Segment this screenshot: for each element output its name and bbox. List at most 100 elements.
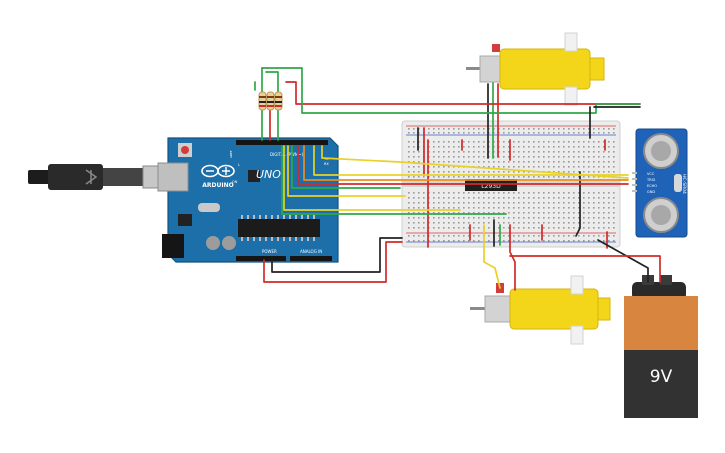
breadboard-hole xyxy=(408,132,410,134)
breadboard-hole xyxy=(553,240,555,242)
breadboard-hole xyxy=(498,240,500,242)
breadboard-hole xyxy=(413,192,415,194)
breadboard-hole xyxy=(408,207,410,209)
breadboard-hole xyxy=(518,176,520,178)
breadboard-hole xyxy=(578,128,580,130)
breadboard-hole xyxy=(528,156,530,158)
breadboard-hole xyxy=(498,222,500,224)
breadboard-hole xyxy=(498,197,500,199)
breadboard-hole xyxy=(573,192,575,194)
breadboard-hole xyxy=(413,235,415,237)
breadboard-hole xyxy=(458,146,460,148)
breadboard-hole xyxy=(503,166,505,168)
breadboard-hole xyxy=(508,235,510,237)
breadboard-hole xyxy=(553,217,555,219)
breadboard-hole xyxy=(558,240,560,242)
breadboard-hole xyxy=(598,141,600,143)
breadboard-hole xyxy=(523,217,525,219)
sensor-pin-vcc: VCC xyxy=(647,172,655,176)
breadboard-hole xyxy=(448,197,450,199)
breadboard-hole xyxy=(433,176,435,178)
breadboard-hole xyxy=(553,235,555,237)
breadboard-hole xyxy=(543,141,545,143)
breadboard-hole xyxy=(453,197,455,199)
breadboard-hole xyxy=(608,156,610,158)
breadboard-hole xyxy=(443,132,445,134)
breadboard-hole xyxy=(578,202,580,204)
breadboard-hole xyxy=(603,161,605,163)
breadboard-hole xyxy=(458,227,460,229)
breadboard-hole xyxy=(448,202,450,204)
breadboard-hole xyxy=(583,156,585,158)
breadboard-hole xyxy=(513,146,515,148)
breadboard-hole xyxy=(518,227,520,229)
breadboard-hole xyxy=(458,197,460,199)
breadboard-hole xyxy=(543,207,545,209)
breadboard-hole xyxy=(553,202,555,204)
breadboard-hole xyxy=(488,222,490,224)
breadboard-hole xyxy=(603,202,605,204)
breadboard-hole xyxy=(538,207,540,209)
breadboard-hole xyxy=(413,151,415,153)
breadboard-hole xyxy=(513,235,515,237)
resistor-icon xyxy=(266,91,275,111)
breadboard-hole xyxy=(408,202,410,204)
breadboard-hole xyxy=(498,166,500,168)
breadboard-hole xyxy=(538,202,540,204)
breadboard-hole xyxy=(508,128,510,130)
breadboard-hole xyxy=(408,217,410,219)
breadboard-hole xyxy=(578,166,580,168)
wires xyxy=(254,67,661,291)
breadboard-hole xyxy=(578,197,580,199)
breadboard-hole xyxy=(498,192,500,194)
breadboard-hole xyxy=(553,171,555,173)
breadboard-hole xyxy=(588,240,590,242)
breadboard-hole xyxy=(463,141,465,143)
breadboard-hole xyxy=(438,141,440,143)
breadboard-hole xyxy=(453,156,455,158)
breadboard-hole xyxy=(463,192,465,194)
breadboard-hole xyxy=(478,217,480,219)
breadboard-hole xyxy=(528,207,530,209)
breadboard-hole xyxy=(438,235,440,237)
breadboard-hole xyxy=(468,171,470,173)
breadboard-hole xyxy=(578,171,580,173)
breadboard-hole xyxy=(563,166,565,168)
breadboard-hole xyxy=(583,207,585,209)
breadboard-hole xyxy=(613,151,615,153)
breadboard-hole xyxy=(433,141,435,143)
breadboard-hole xyxy=(523,132,525,134)
arduino-brand-label: ARDUINO xyxy=(202,182,233,189)
breadboard-hole xyxy=(518,151,520,153)
breadboard-hole xyxy=(503,227,505,229)
breadboard-hole xyxy=(483,202,485,204)
breadboard-hole xyxy=(533,161,535,163)
breadboard-hole xyxy=(473,222,475,224)
breadboard-hole xyxy=(438,222,440,224)
breadboard-hole xyxy=(468,235,470,237)
breadboard-hole xyxy=(573,156,575,158)
breadboard-hole xyxy=(588,156,590,158)
breadboard-hole xyxy=(508,146,510,148)
breadboard-hole xyxy=(568,217,570,219)
breadboard-hole xyxy=(503,128,505,130)
breadboard-hole xyxy=(548,202,550,204)
breadboard-hole xyxy=(528,240,530,242)
breadboard-hole xyxy=(423,197,425,199)
breadboard-hole xyxy=(568,146,570,148)
breadboard-hole xyxy=(608,192,610,194)
breadboard-hole xyxy=(533,176,535,178)
breadboard-hole xyxy=(468,202,470,204)
breadboard-hole xyxy=(548,217,550,219)
breadboard-hole xyxy=(608,151,610,153)
breadboard-hole xyxy=(598,235,600,237)
breadboard-hole xyxy=(518,128,520,130)
breadboard-hole xyxy=(543,235,545,237)
breadboard-hole xyxy=(488,161,490,163)
breadboard-hole xyxy=(548,166,550,168)
breadboard-hole xyxy=(448,192,450,194)
breadboard-hole xyxy=(613,161,615,163)
breadboard-hole xyxy=(518,207,520,209)
breadboard-hole xyxy=(478,176,480,178)
breadboard-hole xyxy=(458,202,460,204)
